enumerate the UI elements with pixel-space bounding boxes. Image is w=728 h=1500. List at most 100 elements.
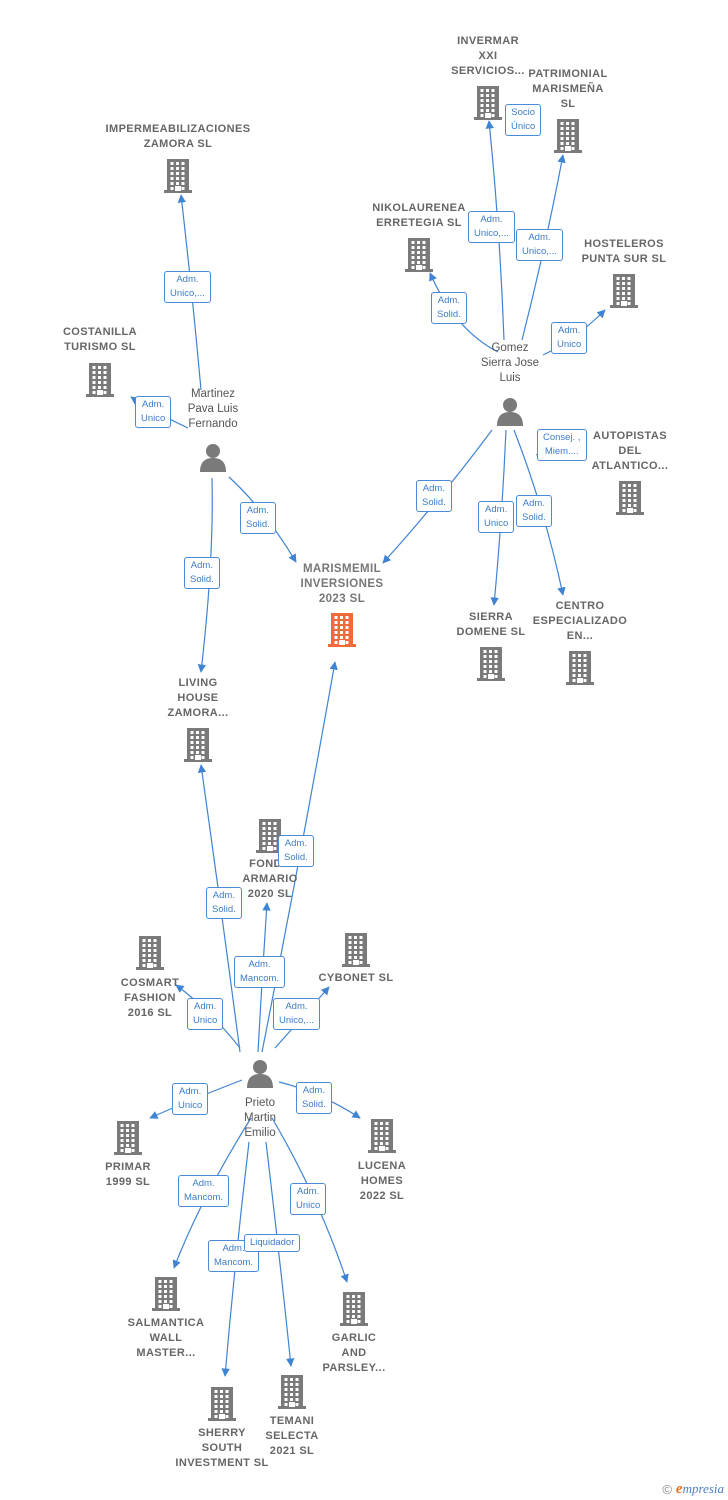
relation-badge-martinez-costanilla[interactable]: Adm. Unico <box>135 396 172 428</box>
node-label: SALMANTICA WALL MASTER... <box>127 1317 205 1359</box>
node-label: NIKOLAURENEA ERRETEGIA SL <box>372 202 466 229</box>
building-icon <box>615 480 645 516</box>
building-icon <box>183 727 213 763</box>
building-icon <box>474 86 502 120</box>
relation-badge-gomez-patrimonial[interactable]: Adm. Unico,... <box>516 229 563 261</box>
relation-badge-gomez-centro[interactable]: Adm. Solid. <box>516 495 552 527</box>
relation-badge-martinez-living[interactable]: Adm. Solid. <box>184 557 220 589</box>
node-martinez[interactable]: Martinez Pava Luis Fernando <box>138 387 288 472</box>
building-icon <box>565 650 595 686</box>
node-centro[interactable]: CENTRO ESPECIALIZADO EN... <box>505 599 655 686</box>
building-icon <box>553 118 583 154</box>
node-label: PATRIMONIAL MARISMEÑA SL <box>528 68 608 110</box>
node-invermar[interactable]: INVERMAR XXI SERVICIOS... <box>413 34 563 121</box>
edge-prieto-temani <box>265 1141 295 1367</box>
building-icon <box>477 647 505 681</box>
relation-badge-invermar-invermar[interactable]: Socio Único <box>505 104 542 136</box>
building-icon <box>473 85 503 121</box>
node-gomez[interactable]: Gomez Sierra Jose Luis <box>435 341 585 426</box>
node-label: LUCENA HOMES 2022 SL <box>357 1160 407 1202</box>
person-icon <box>245 1058 275 1088</box>
building-icon <box>340 1292 368 1326</box>
node-primar[interactable]: PRIMAR 1999 SL <box>53 1120 203 1190</box>
relation-badge-prieto-fondo[interactable]: Adm. Mancom. <box>234 956 286 988</box>
node-living[interactable]: LIVING HOUSE ZAMORA... <box>123 676 273 763</box>
node-patrimonial[interactable]: PATRIMONIAL MARISMEÑA SL <box>493 67 643 154</box>
building-icon <box>327 612 357 648</box>
relation-badge-gomez-marismemil[interactable]: Adm. Solid. <box>416 480 452 512</box>
node-label: COSTANILLA TURISMO SL <box>62 326 138 353</box>
node-marismemil[interactable]: MARISMEMIL INVERSIONES 2023 SL <box>267 562 417 648</box>
node-label: SIERRA DOMENE SL <box>456 611 526 638</box>
building-icon <box>476 646 506 682</box>
building-icon <box>341 932 371 968</box>
relation-badge-prieto-marismemil[interactable]: Adm. Solid. <box>278 835 314 867</box>
person-icon <box>497 398 523 426</box>
building-icon <box>164 159 192 193</box>
relation-badge-gomez-autopistas[interactable]: Consej. , Miem.... <box>537 429 587 461</box>
building-icon <box>256 819 284 853</box>
person-icon <box>200 444 226 472</box>
node-salmantica[interactable]: SALMANTICA WALL MASTER... <box>91 1276 241 1361</box>
building-icon <box>616 481 644 515</box>
building-icon <box>135 935 165 971</box>
node-sierra[interactable]: SIERRA DOMENE SL <box>416 610 566 682</box>
building-icon <box>342 933 370 967</box>
relation-badge-prieto-cybonet[interactable]: Adm. Unico,... <box>273 998 320 1030</box>
building-icon <box>163 158 193 194</box>
relation-badge-prieto-garlic[interactable]: Adm. Unico <box>290 1183 327 1215</box>
relation-badge-prieto-temani[interactable]: Liquidador <box>244 1234 301 1252</box>
node-cybonet[interactable]: CYBONET SL <box>281 932 431 986</box>
building-icon <box>207 1386 237 1422</box>
building-icon <box>86 363 114 397</box>
relation-badge-gomez-nikolaurenea[interactable]: Adm. Solid. <box>431 292 467 324</box>
node-lucena[interactable]: LUCENA HOMES 2022 SL <box>307 1118 457 1204</box>
relation-badge-martinez-impermea[interactable]: Adm. Unico,... <box>164 271 211 303</box>
building-icon <box>278 1375 306 1409</box>
node-label: Martinez Pava Luis Fernando <box>187 388 239 430</box>
node-nikolaurenea[interactable]: NIKOLAURENEA ERRETEGIA SL <box>344 201 494 273</box>
node-sherry[interactable]: SHERRY SOUTH INVESTMENT SL <box>147 1386 297 1471</box>
brand-logo[interactable]: empresia <box>675 1481 724 1497</box>
node-label: PRIMAR 1999 SL <box>105 1161 151 1188</box>
building-icon <box>184 728 212 762</box>
person-icon <box>495 396 525 426</box>
node-costanilla[interactable]: COSTANILLA TURISMO SL <box>25 325 175 398</box>
relation-badge-prieto-salmantica[interactable]: Adm. Mancom. <box>178 1175 230 1207</box>
building-icon <box>610 274 638 308</box>
building-icon <box>339 1291 369 1327</box>
node-label: LIVING HOUSE ZAMORA... <box>167 677 229 719</box>
building-icon <box>208 1387 236 1421</box>
node-label: GARLIC AND PARSLEY... <box>322 1332 386 1374</box>
relation-badge-gomez-sierra[interactable]: Adm. Unico <box>478 501 515 533</box>
relation-badge-gomez-hosteleros[interactable]: Adm. Unico <box>551 322 588 354</box>
building-icon <box>114 1121 142 1155</box>
building-icon <box>554 119 582 153</box>
relation-badge-prieto-lucena[interactable]: Adm. Solid. <box>296 1082 332 1114</box>
node-hosteleros[interactable]: HOSTELEROS PUNTA SUR SL <box>549 237 699 309</box>
building-icon <box>566 651 594 685</box>
node-label: Prieto Martin Emilio <box>244 1097 276 1139</box>
node-cosmart[interactable]: COSMART FASHION 2016 SL <box>75 935 225 1021</box>
relation-badge-gomez-invermar[interactable]: Adm. Unico,... <box>468 211 515 243</box>
node-prieto[interactable]: Prieto Martin Emilio <box>185 1058 335 1141</box>
building-icon <box>404 237 434 273</box>
node-label: MARISMEMIL INVERSIONES 2023 SL <box>300 563 384 605</box>
node-label: CENTRO ESPECIALIZADO EN... <box>532 600 628 642</box>
relation-badge-martinez-marismemil[interactable]: Adm. Solid. <box>240 502 276 534</box>
node-garlic[interactable]: GARLIC AND PARSLEY... <box>279 1291 429 1376</box>
building-icon <box>405 238 433 272</box>
node-autopistas[interactable]: AUTOPISTAS DEL ATLANTICO... <box>555 429 705 516</box>
node-label: AUTOPISTAS DEL ATLANTICO... <box>591 430 669 472</box>
node-label: TEMANI SELECTA 2021 SL <box>265 1415 319 1457</box>
footer-brand: © empresia <box>662 1481 724 1498</box>
relation-badge-prieto-primar[interactable]: Adm. Unico <box>172 1083 209 1115</box>
node-impermea[interactable]: IMPERMEABILIZACIONES ZAMORA SL <box>103 122 253 194</box>
node-temani[interactable]: TEMANI SELECTA 2021 SL <box>217 1374 367 1459</box>
relation-badge-prieto-cosmart[interactable]: Adm. Unico <box>187 998 224 1030</box>
relation-badge-prieto-living[interactable]: Adm. Solid. <box>206 887 242 919</box>
node-label: COSMART FASHION 2016 SL <box>120 977 180 1019</box>
building-icon <box>609 273 639 309</box>
building-icon <box>151 1276 181 1312</box>
node-label: HOSTELEROS PUNTA SUR SL <box>581 238 667 265</box>
